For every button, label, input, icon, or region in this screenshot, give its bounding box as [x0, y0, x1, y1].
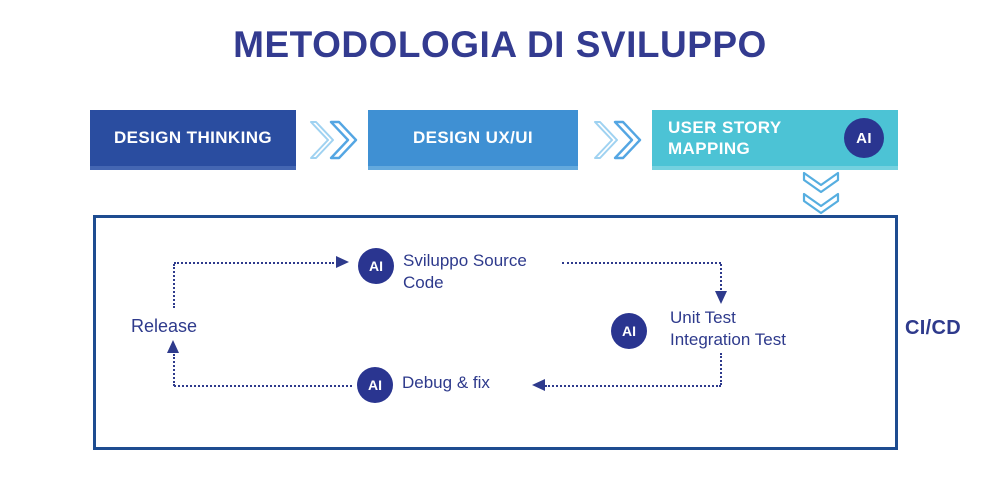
- node-label-sviluppo-source-code: Sviluppo Source Code: [403, 251, 527, 292]
- ai-badge: AI: [358, 248, 394, 284]
- chevron-right-icon: [310, 120, 358, 160]
- flow-connector: [173, 264, 175, 308]
- pipeline-step-user-story-mapping: USER STORY MAPPING AI: [652, 110, 898, 170]
- step-label: USER STORY MAPPING: [668, 118, 782, 158]
- ai-badge: AI: [357, 367, 393, 403]
- node-label-debug-fix: Debug & fix: [402, 373, 490, 392]
- flow-connector: [174, 385, 352, 387]
- flow-connector: [720, 353, 722, 385]
- cicd-label: CI/CD: [905, 317, 961, 339]
- arrowhead-down-icon: [715, 291, 727, 304]
- flow-connector: [174, 262, 334, 264]
- step-label: DESIGN THINKING: [113, 128, 273, 147]
- flow-connector: [562, 262, 721, 264]
- flow-connector: [720, 264, 722, 290]
- page-title: METODOLOGIA DI SVILUPPO: [233, 24, 767, 65]
- pipeline-step-design-thinking: DESIGN THINKING: [90, 110, 296, 170]
- ai-badge: AI: [844, 118, 884, 158]
- node-label-release: Release: [131, 316, 198, 336]
- arrowhead-up-icon: [167, 340, 179, 353]
- chevron-down-icon: [802, 171, 840, 215]
- node-label-unit-integration-test: Unit Test Integration Test: [670, 308, 786, 349]
- step-label: DESIGN UX/UI: [412, 128, 534, 147]
- ai-badge: AI: [611, 313, 647, 349]
- flow-connector: [545, 385, 721, 387]
- pipeline-step-design-uxui: DESIGN UX/UI: [368, 110, 578, 170]
- arrowhead-right-icon: [336, 256, 349, 268]
- arrowhead-left-icon: [532, 379, 545, 391]
- flow-connector: [173, 354, 175, 386]
- cicd-cycle-box: [93, 215, 898, 450]
- chevron-right-icon: [594, 120, 642, 160]
